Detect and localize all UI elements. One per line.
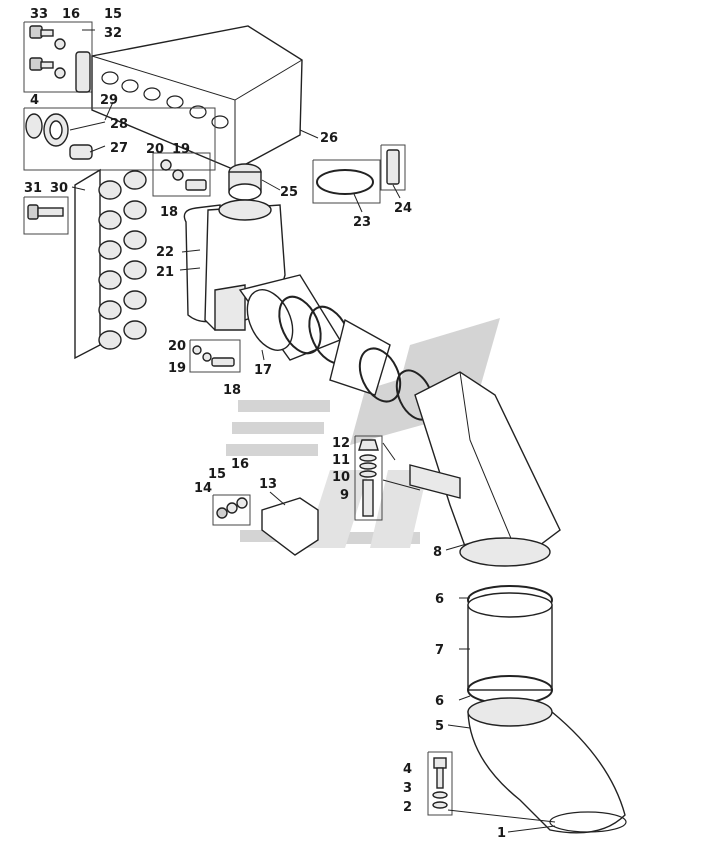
callout-27: 27: [110, 141, 128, 156]
bolt-stack: [354, 435, 383, 521]
callout-5: 5: [435, 719, 444, 734]
callout-24: 24: [394, 201, 412, 216]
ring-29: [25, 113, 43, 139]
bolt-set-mid: [152, 152, 211, 197]
callout-16-top: 16: [62, 7, 80, 22]
callout-6-top: 6: [435, 592, 444, 607]
bolt-set-lower: [189, 339, 241, 373]
bolt-24: [380, 144, 406, 191]
fittings-row: [98, 170, 147, 350]
callout-labels: 33 16 15 32 4 29 28 27 26 20 19 18 25 23…: [24, 7, 506, 841]
callout-1: 1: [497, 826, 506, 841]
callout-17: 17: [254, 363, 272, 378]
lower-elbow-5: [467, 697, 627, 834]
tube-17: [238, 274, 435, 421]
callout-4-bottom: 4: [403, 762, 412, 777]
callout-16-mid: 16: [231, 457, 249, 472]
bolt-stack-bottom: [427, 751, 453, 816]
clamp-23: [312, 159, 381, 204]
callout-33: 33: [30, 7, 48, 22]
callout-21: 21: [156, 265, 174, 280]
callout-11: 11: [332, 453, 350, 468]
callout-22: 22: [156, 245, 174, 260]
intake-housing-26: [91, 25, 303, 171]
plate-15: [75, 51, 91, 93]
callout-9: 9: [340, 488, 349, 503]
callout-25: 25: [280, 185, 298, 200]
callout-26: 26: [320, 131, 338, 146]
callout-30: 30: [50, 181, 68, 196]
callout-12: 12: [332, 436, 350, 451]
washer-set: [212, 494, 251, 526]
callout-19-top: 19: [172, 142, 190, 157]
lower-tube-7: [467, 585, 553, 705]
callout-15-mid: 15: [208, 467, 226, 482]
callout-2: 2: [403, 800, 412, 815]
callout-20-mid: 20: [168, 339, 186, 354]
bolt-31: [23, 196, 69, 235]
callout-18-top: 18: [160, 205, 178, 220]
callout-32: 32: [104, 26, 122, 41]
callout-10: 10: [332, 470, 350, 485]
callout-7: 7: [435, 643, 444, 658]
callout-13: 13: [259, 477, 277, 492]
callout-14: 14: [194, 481, 212, 496]
callout-18-mid: 18: [223, 383, 241, 398]
washer-16: [54, 38, 66, 50]
callout-3: 3: [403, 781, 412, 796]
sleeve-28: [43, 113, 69, 147]
callout-4-top: 4: [30, 93, 39, 108]
callout-6-bottom: 6: [435, 694, 444, 709]
callout-29: 29: [100, 93, 118, 108]
callout-15-top: 15: [104, 7, 122, 22]
callout-23: 23: [353, 215, 371, 230]
bracket-13: [261, 497, 319, 556]
adapter-25: [228, 163, 262, 201]
elbow-8: [409, 371, 561, 567]
callout-31: 31: [24, 181, 42, 196]
bolt-4-top: [29, 57, 66, 79]
fitting-plate-30: [74, 168, 147, 360]
callout-8: 8: [433, 545, 442, 560]
bolt-33: [29, 25, 54, 39]
callout-20-top: 20: [146, 142, 164, 157]
seal-kit-box: [23, 107, 216, 171]
callout-28: 28: [110, 117, 128, 132]
callout-19-mid: 19: [168, 361, 186, 376]
fitting-27: [69, 144, 93, 160]
bolt-set-top-left: [23, 21, 93, 93]
leader-lines: [69, 29, 556, 833]
